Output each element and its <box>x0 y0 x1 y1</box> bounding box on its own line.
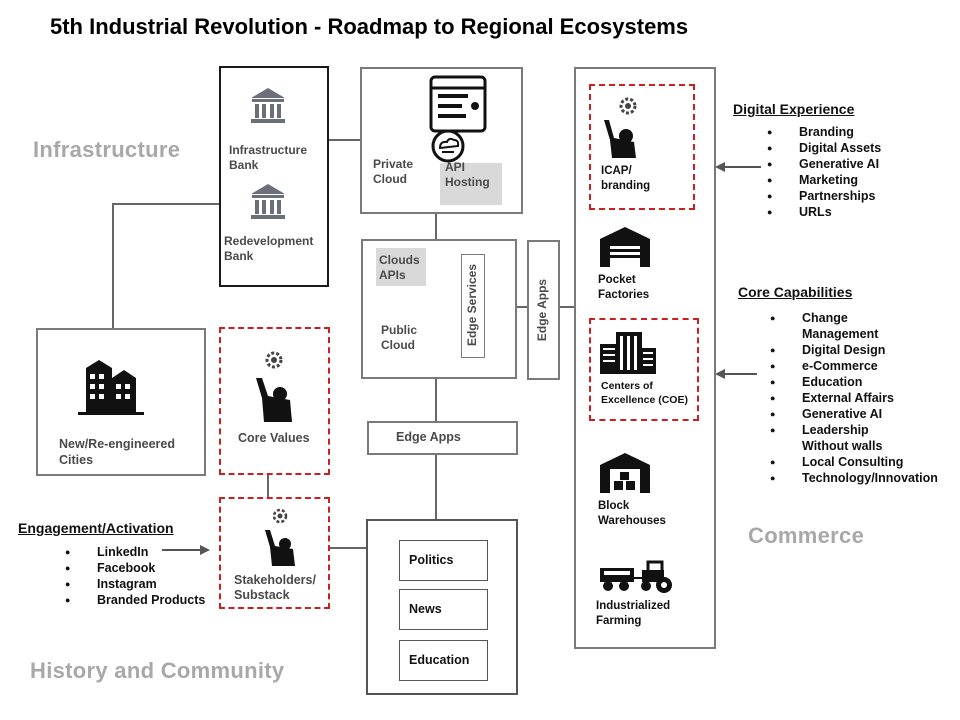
connector-line <box>435 378 437 422</box>
arrow-right-icon <box>162 545 210 555</box>
connector-line <box>112 203 114 329</box>
edge-services-box <box>461 254 485 358</box>
list-item: Leadership <box>770 422 938 438</box>
news-box: News <box>399 589 488 630</box>
digital-experience-list: Branding Digital Assets Generative AI Ma… <box>767 124 881 220</box>
connector-line <box>267 473 269 498</box>
bank-icon <box>251 88 285 123</box>
list-item: Marketing <box>767 172 881 188</box>
icap-label: ICAP/branding <box>601 165 651 192</box>
edge-apps-vertical-box <box>527 240 560 380</box>
warehouse-icon <box>600 453 650 493</box>
list-item: Technology/Innovation <box>770 470 938 486</box>
list-item: Digital Design <box>770 342 938 358</box>
tractor-trailer-icon <box>600 560 672 593</box>
list-item: Branded Products <box>65 592 205 608</box>
core-values-label: Core Values <box>238 431 310 445</box>
edge-apps-vertical-label: Edge Apps <box>535 278 549 342</box>
connector-line <box>559 306 575 308</box>
raised-hand-gear-icon <box>265 508 295 566</box>
education-label: Education <box>409 653 470 667</box>
edge-services-label: Edge Services <box>465 263 479 347</box>
connector-line <box>516 306 528 308</box>
list-item: e-Commerce <box>770 358 938 374</box>
server-cloud-icon <box>429 75 487 163</box>
section-infrastructure: Infrastructure <box>33 137 181 162</box>
edge-apps-box <box>367 421 518 455</box>
core-capabilities-list: Change Management Digital Design e-Comme… <box>770 310 938 486</box>
city-building-icon <box>78 360 144 415</box>
arrow-left-icon <box>715 369 757 379</box>
diagram-title: 5th Industrial Revolution - Roadmap to R… <box>50 14 689 39</box>
list-item: Facebook <box>65 560 205 576</box>
list-item: Local Consulting <box>770 454 938 470</box>
politics-box: Politics <box>399 540 488 581</box>
edge-apps-label: Edge Apps <box>396 430 461 444</box>
list-item: URLs <box>767 204 881 220</box>
list-item: External Affairs <box>770 390 938 406</box>
raised-hand-gear-icon <box>256 351 292 422</box>
list-item: Management <box>802 327 879 341</box>
politics-label: Politics <box>409 553 454 567</box>
arrow-left-icon <box>715 162 761 172</box>
section-commerce: Commerce <box>748 523 865 548</box>
list-item: Change <box>770 310 938 326</box>
list-item: Instagram <box>65 576 205 592</box>
list-item: Partnerships <box>767 188 881 204</box>
banks-box <box>219 66 329 287</box>
digital-experience-heading: Digital Experience <box>733 101 855 117</box>
list-item: Generative AI <box>767 156 881 172</box>
section-history-community: History and Community <box>30 658 285 683</box>
education-box: Education <box>399 640 488 681</box>
core-capabilities-heading: Core Capabilities <box>738 284 853 300</box>
office-building-icon <box>600 332 656 374</box>
connector-line <box>435 454 437 520</box>
list-item: Education <box>770 374 938 390</box>
bank-icon <box>251 184 285 219</box>
connector-line <box>330 547 367 549</box>
connector-line <box>328 139 361 141</box>
stakeholders-label: Stakeholders/Substack <box>234 573 316 602</box>
api-hosting-box <box>440 163 502 205</box>
news-label: News <box>409 602 442 616</box>
list-item: Generative AI <box>770 406 938 422</box>
list-item: Branding <box>767 124 881 140</box>
list-item: LinkedIn <box>65 544 205 560</box>
engagement-list: LinkedIn Facebook Instagram Branded Prod… <box>65 544 205 608</box>
connector-line <box>113 203 220 205</box>
list-item: Digital Assets <box>767 140 881 156</box>
raised-hand-gear-icon <box>604 97 637 158</box>
list-item: Without walls <box>802 439 883 453</box>
engagement-heading: Engagement/Activation <box>18 520 174 536</box>
factory-garage-icon <box>600 227 650 267</box>
connector-line <box>435 213 437 239</box>
clouds-apis-box <box>376 248 426 286</box>
icap-box <box>589 84 695 210</box>
